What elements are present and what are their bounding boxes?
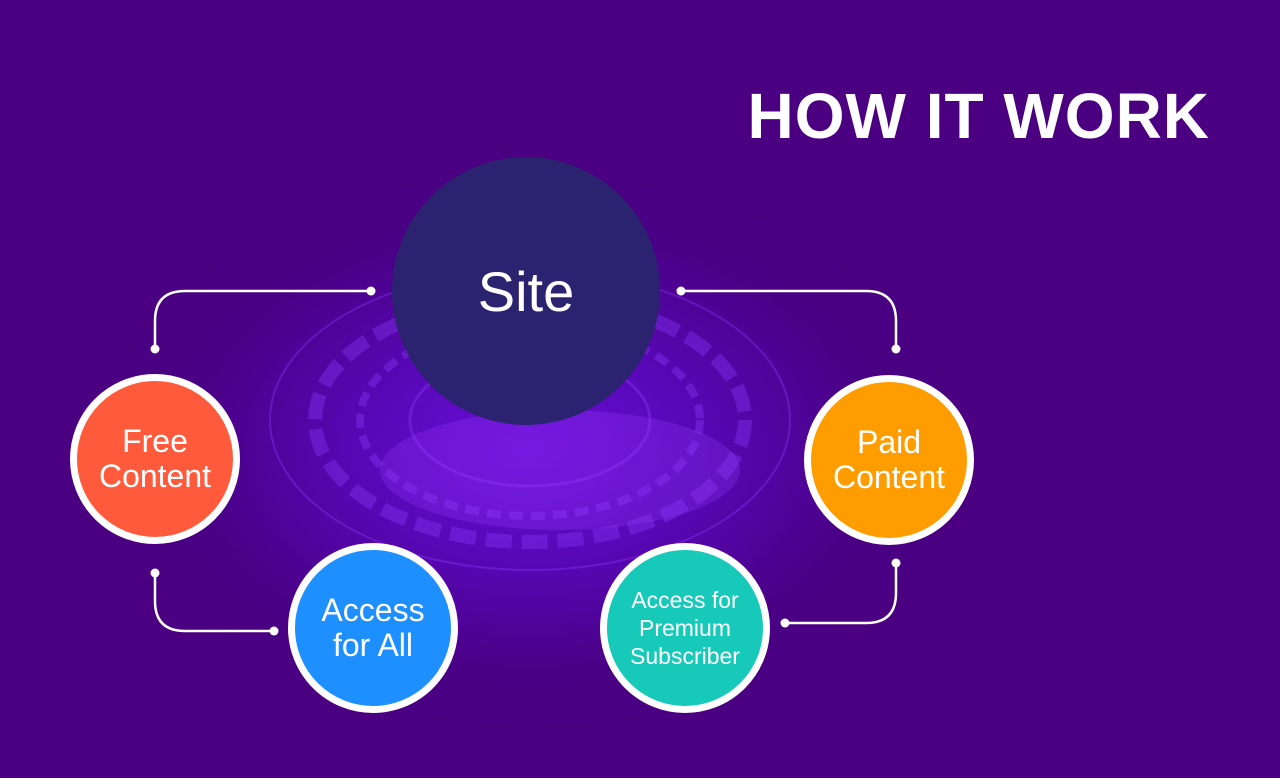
connector-site-paid bbox=[681, 289, 898, 349]
site-node-label: Site bbox=[477, 259, 575, 323]
page-title: HOW IT WORK bbox=[747, 80, 1210, 152]
access-premium-label-line2: Premium bbox=[638, 615, 731, 641]
access-premium-label-line1: Access for bbox=[631, 587, 739, 613]
paid-content-label-line1: Paid bbox=[856, 424, 922, 460]
free-content-node: Free Content bbox=[70, 374, 240, 544]
glow-decoration bbox=[380, 410, 740, 530]
access-premium-node: Access for Premium Subscriber bbox=[600, 543, 770, 713]
connector-lines bbox=[153, 289, 898, 633]
paid-content-node: Paid Content bbox=[804, 375, 974, 545]
connector-site-free bbox=[153, 289, 371, 349]
connector-paid-premium bbox=[785, 563, 898, 625]
access-premium-label-line3: Subscriber bbox=[630, 643, 740, 669]
site-node: Site bbox=[392, 157, 660, 425]
free-content-label-line1: Free bbox=[122, 423, 188, 459]
paid-content-label-line2: Content bbox=[832, 459, 946, 495]
access-for-all-node: Access for All bbox=[288, 543, 458, 713]
access-for-all-label-line2: for All bbox=[332, 627, 414, 663]
access-for-all-label-line1: Access bbox=[321, 592, 425, 628]
free-content-label-line2: Content bbox=[98, 458, 212, 494]
connector-dots bbox=[150, 286, 901, 636]
connector-free-all bbox=[153, 573, 274, 633]
